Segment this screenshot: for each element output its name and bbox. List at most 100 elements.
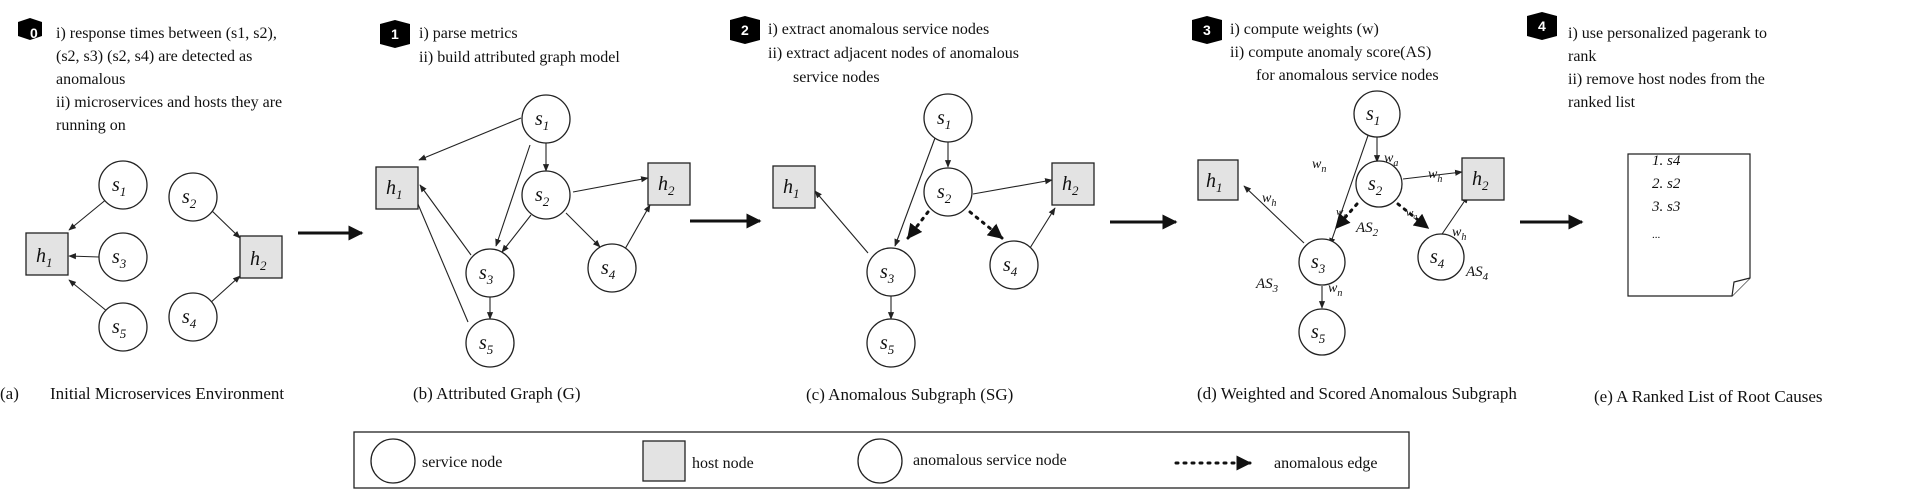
- step-badge-0: [18, 18, 42, 40]
- anomalous-edge-c-s2-s4: [968, 210, 1004, 240]
- service-node-s3: [465, 248, 515, 298]
- label-s2: s2: [937, 181, 952, 206]
- label-s3: s3: [479, 262, 494, 287]
- service-node-s2: [521, 170, 571, 220]
- label-s1: s1: [112, 174, 126, 199]
- label-s4: s4: [601, 257, 616, 282]
- anomalous-service-node-s2: [1355, 160, 1403, 208]
- step-4-line-4: ranked list: [1568, 94, 1636, 111]
- label-s4: s4: [1430, 246, 1445, 271]
- label-h2: h2: [658, 173, 675, 198]
- label-s2: s2: [535, 184, 550, 209]
- host-node-h2: [239, 235, 283, 279]
- weight-w-a-s2-s4: wa: [1406, 207, 1417, 221]
- edge-c-s2-h2: [972, 178, 1053, 195]
- step-badge-2-label: 2: [741, 22, 749, 38]
- host-node-h1: [1197, 159, 1239, 201]
- service-node-s5: [98, 302, 148, 352]
- caption-a-letter: (a): [0, 384, 19, 403]
- label-h2: h2: [250, 248, 267, 273]
- label-s1: s1: [535, 108, 549, 133]
- caption-e: (e) A Ranked List of Root Causes: [1594, 387, 1823, 406]
- step-badge-3: [1192, 16, 1222, 44]
- anomaly-score-s4: AS4: [1465, 264, 1489, 283]
- panel-c-graph: h1 h2 s1 s2 s3 s4 s5: [772, 93, 1095, 368]
- legend-host-node-symbol: [642, 440, 686, 482]
- step-badge-4-label: 4: [1538, 18, 1546, 34]
- step-0: 0 i) response times between (s1, s2), (s…: [18, 18, 282, 134]
- anomalous-service-node-s4: [1417, 233, 1465, 281]
- step-badge-1: [380, 20, 410, 48]
- edge-b-s1-s3: [495, 144, 531, 247]
- service-node-s4: [168, 292, 218, 342]
- step-3-line-2: ii) compute anomaly score(AS): [1230, 44, 1431, 61]
- document-page: [1627, 153, 1751, 297]
- label-s5: s5: [112, 316, 127, 341]
- edge-d-s4-h2: [1437, 195, 1469, 241]
- label-s1: s1: [937, 107, 951, 132]
- ranked-item-more: ...: [1652, 229, 1661, 241]
- service-node-s4: [587, 243, 637, 293]
- service-node-s1: [98, 160, 148, 210]
- weight-w-n-s1-s3: wn: [1312, 157, 1326, 175]
- service-node-s1: [521, 94, 571, 144]
- service-node-s1: [1353, 90, 1401, 138]
- label-s3: s3: [1311, 251, 1326, 276]
- ranked-item-3: 3. s3: [1651, 199, 1680, 215]
- host-node-h1: [375, 166, 419, 210]
- step-2-line-3: service nodes: [793, 69, 880, 86]
- step-3-line-3: for anomalous service nodes: [1256, 67, 1439, 84]
- anomalous-service-node-s3: [1298, 238, 1346, 286]
- step-1-line-1: i) parse metrics: [419, 25, 518, 42]
- weight-w-h-s4-h2: wh: [1452, 225, 1466, 243]
- weight-w-n-s3-s5: wn: [1328, 281, 1342, 299]
- step-1: 1 i) parse metrics ii) build attributed …: [380, 20, 620, 66]
- caption-a: Initial Microservices Environment: [50, 384, 284, 403]
- label-h1: h1: [36, 245, 53, 270]
- step-2-line-2: ii) extract adjacent nodes of anomalous: [768, 45, 1019, 62]
- host-node-h1: [772, 165, 816, 209]
- edge-d-s2-h2: [1402, 169, 1463, 180]
- step-4-line-3: ii) remove host nodes from the: [1568, 71, 1765, 88]
- panel-d-anomaly-scores: AS2 AS3 AS4: [1255, 220, 1489, 295]
- panel-d-weights: wn wa wh wh wh wn wa wa: [1262, 151, 1466, 299]
- anomalous-edge-d-s2-s4: [1396, 202, 1430, 230]
- caption-c: (c) Anomalous Subgraph (SG): [806, 385, 1013, 404]
- label-s5: s5: [479, 332, 494, 357]
- edge-c-s4-h2: [1029, 207, 1056, 249]
- step-2: 2 i) extract anomalous service nodes ii)…: [730, 16, 1019, 86]
- legend-anomalous-service-node-label: anomalous service node: [913, 452, 1067, 469]
- service-node-s5: [866, 318, 916, 368]
- legend-service-node-label: service node: [422, 454, 502, 471]
- panel-d-graph: h1 h2 s1 s2 s3 s4 s5 wn wa wh wh wh wn w…: [1197, 90, 1505, 356]
- step-2-line-1: i) extract anomalous service nodes: [768, 21, 989, 38]
- weight-w-a-s1-s2: wa: [1384, 151, 1398, 169]
- label-h1: h1: [783, 176, 800, 201]
- label-s2: s2: [182, 186, 197, 211]
- step-badge-0-label: 0: [30, 25, 38, 41]
- legend-service-node-symbol: [370, 438, 416, 484]
- step-badge-1-label: 1: [391, 26, 399, 42]
- step-0-line-1: i) response times between (s1, s2),: [56, 25, 277, 42]
- step-badge-2: [730, 16, 760, 44]
- ranked-item-1: 1. s4: [1652, 153, 1681, 169]
- label-s4: s4: [182, 306, 197, 331]
- weight-w-a-s2-s3: wa: [1336, 206, 1347, 220]
- step-0-line-2: (s2, s3) (s2, s4) are detected as: [56, 48, 252, 65]
- edge-b-s1-h1: [418, 117, 522, 161]
- document-page-fold: [1731, 277, 1751, 297]
- panel-a-node-labels: h1 h2 s1 s3 s5 s2 s4: [36, 174, 267, 341]
- label-s5: s5: [1311, 321, 1326, 346]
- label-s5: s5: [880, 332, 895, 357]
- step-3-line-1: i) compute weights (w): [1230, 21, 1379, 38]
- legend-anomalous-edge-label: anomalous edge: [1274, 455, 1378, 472]
- label-s2: s2: [1368, 173, 1383, 198]
- service-node-s3: [98, 232, 148, 282]
- edge-a-s3-h1: [68, 253, 100, 260]
- label-s1: s1: [1366, 103, 1380, 128]
- host-node-h2: [647, 162, 691, 206]
- caption-d: (d) Weighted and Scored Anomalous Subgra…: [1197, 384, 1517, 403]
- label-h2: h2: [1062, 173, 1079, 198]
- host-node-h2: [1051, 162, 1095, 206]
- anomalous-service-node-s2: [923, 167, 973, 217]
